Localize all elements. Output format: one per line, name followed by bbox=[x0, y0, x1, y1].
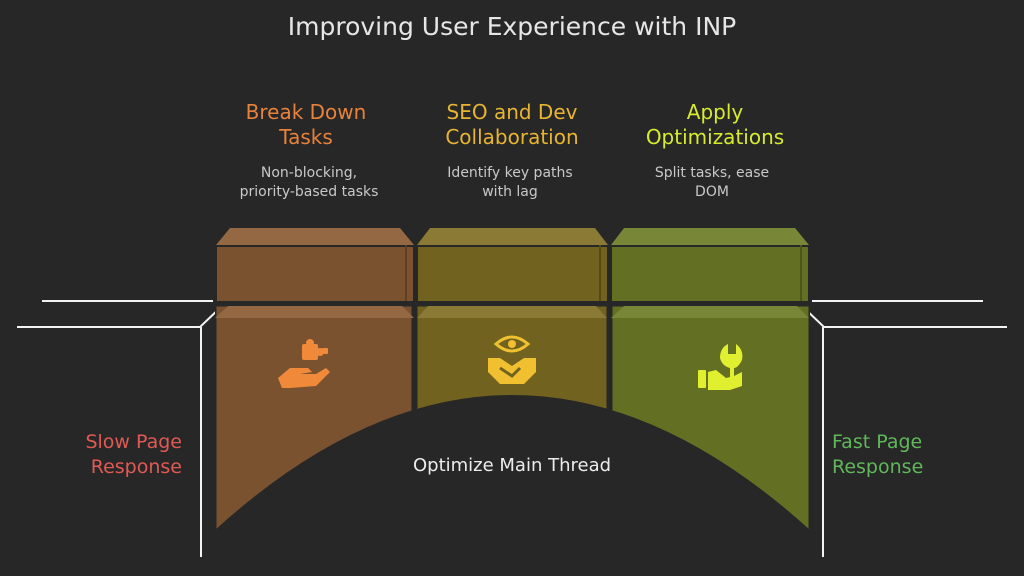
column-heading-break-down-tasks: Break Down Tasks bbox=[206, 100, 406, 150]
wrench-hand-icon bbox=[698, 344, 743, 390]
column-heading-line: Tasks bbox=[279, 125, 333, 149]
column-heading-line: Collaboration bbox=[445, 125, 579, 149]
column-heading-line: Break Down bbox=[245, 100, 367, 124]
column-description-line: with lag bbox=[482, 184, 538, 200]
column-description-line: Non-blocking, bbox=[260, 165, 358, 181]
column-heading-line: Optimizations bbox=[645, 125, 785, 149]
upper-blocks bbox=[215, 228, 810, 303]
column-description-line: Split tasks, ease bbox=[654, 165, 770, 181]
lower-block-1 bbox=[215, 305, 415, 530]
column-description-line: Identify key paths bbox=[447, 165, 573, 181]
column-description: Split tasks, ease DOM bbox=[612, 164, 812, 202]
column-heading-line: Apply bbox=[686, 100, 744, 124]
column-description-line: DOM bbox=[695, 184, 729, 200]
column-description-line: priority-based tasks bbox=[239, 184, 379, 200]
optimize-main-thread-label: Optimize Main Thread bbox=[412, 455, 612, 476]
road-lines bbox=[17, 300, 1007, 557]
side-label-line: Slow Page bbox=[85, 431, 182, 453]
side-label-line: Fast Page bbox=[832, 431, 923, 453]
column-heading-seo-dev-collaboration: SEO and Dev Collaboration bbox=[412, 100, 612, 150]
side-label-line: Response bbox=[832, 456, 924, 478]
column-heading-apply-optimizations: Apply Optimizations bbox=[615, 100, 815, 150]
column-description: Identify key paths with lag bbox=[410, 164, 610, 202]
column-heading-line: SEO and Dev bbox=[446, 100, 578, 124]
column-description: Non-blocking, priority-based tasks bbox=[209, 164, 409, 202]
fast-page-response-label: Fast Page Response bbox=[832, 430, 992, 480]
side-label-line: Response bbox=[90, 456, 182, 478]
lower-block-3 bbox=[609, 305, 810, 530]
puzzle-hand-icon bbox=[278, 339, 330, 388]
handshake-eye-icon bbox=[488, 335, 536, 384]
diagram-title: Improving User Experience with INP bbox=[287, 12, 737, 41]
slow-page-response-label: Slow Page Response bbox=[22, 430, 182, 480]
